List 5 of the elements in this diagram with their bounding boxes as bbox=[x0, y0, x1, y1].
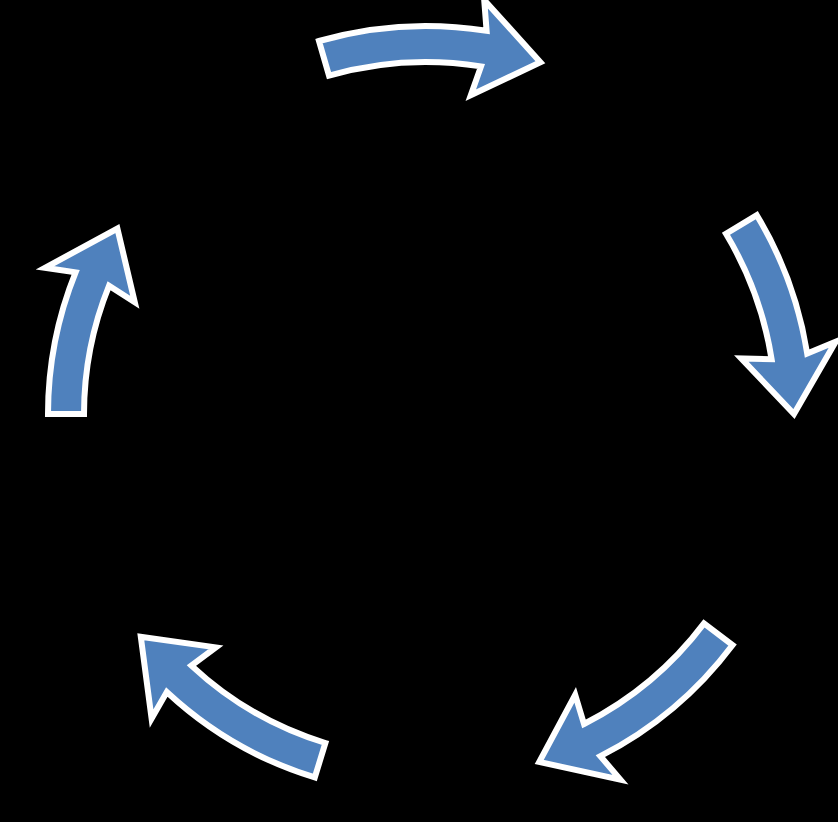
curved-arrow bbox=[723, 212, 838, 417]
curved-arrow bbox=[137, 633, 329, 781]
curved-arrow bbox=[42, 225, 138, 417]
curved-arrow bbox=[316, 0, 544, 99]
curved-arrow bbox=[536, 620, 736, 783]
